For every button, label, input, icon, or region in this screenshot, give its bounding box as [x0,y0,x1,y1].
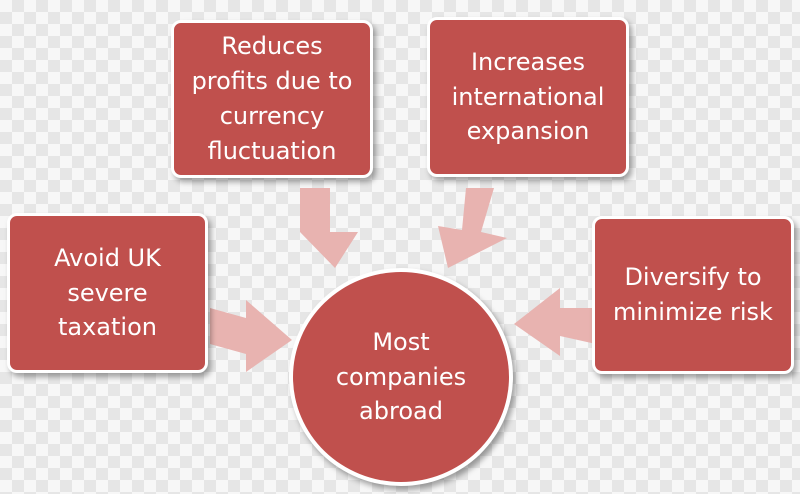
arrow-top-right-to-center [438,188,507,268]
node-left-label: Avoid UK severe taxation [54,243,161,342]
node-right: Diversify to minimize risk [592,216,794,374]
arrow-left-to-center [210,300,292,372]
node-top-left: Reduces profits due to currency fluctuat… [171,20,373,178]
node-top-right: Increases international expansion [427,17,629,177]
node-top-right-label: Increases international expansion [451,47,605,146]
node-left: Avoid UK severe taxation [7,213,208,373]
arrow-top-left-to-center [300,188,358,268]
center-node: Most companies abroad [289,268,513,486]
center-node-label: Most companies abroad [335,327,467,426]
arrow-right-to-center [514,288,596,356]
node-top-left-label: Reduces profits due to currency fluctuat… [191,32,353,165]
node-right-label: Diversify to minimize risk [613,263,773,326]
